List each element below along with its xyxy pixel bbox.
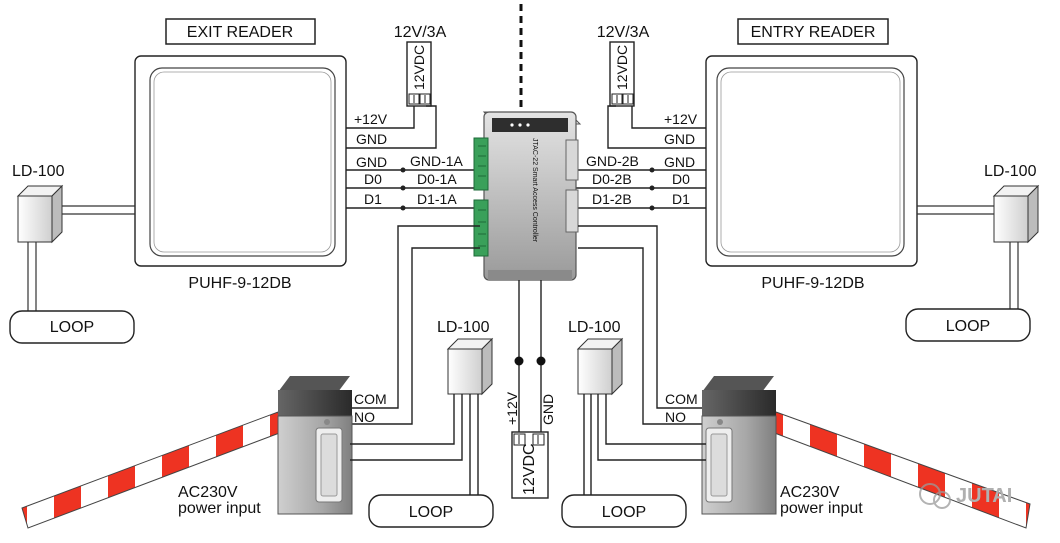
reader-wire-label-left-2: GND	[356, 131, 387, 147]
com-label-right: COM	[665, 391, 698, 407]
loop-detector-mid-left	[446, 337, 494, 396]
reader-wire-label-right-1: +12V	[664, 111, 698, 127]
wire-gnd-psu-right	[607, 105, 706, 149]
wire-ld-far-right-loop	[1009, 242, 1019, 312]
watermark	[919, 483, 951, 509]
ac-power-right-line1: AC230V	[780, 484, 840, 501]
vdc-label-bottom: 12VDC	[521, 443, 538, 495]
reader-wire-label-right-5: D1	[672, 191, 690, 207]
wire-com-right	[578, 225, 706, 409]
wire-ld-far-left-reader	[62, 205, 135, 215]
wire-ld-mid-right-barrier-a	[605, 394, 706, 445]
wire-com-left	[350, 225, 480, 409]
loop-far-right	[905, 308, 1031, 342]
power-supply-bottom	[511, 431, 549, 499]
entry-reader	[705, 55, 918, 267]
com-label-left: COM	[354, 391, 387, 407]
pin-label-d1-1a: D1-1A	[417, 191, 457, 207]
reader-wire-label-left-3: GND	[356, 154, 387, 170]
wire-no-left	[350, 247, 480, 425]
wire-12v-left	[346, 106, 415, 129]
loop-mid-right	[561, 494, 687, 528]
pin-label-d0-1a: D0-1A	[417, 171, 457, 187]
wire-ld-mid-right-loop	[583, 394, 592, 497]
wire-no-right	[578, 247, 706, 425]
loop-label-far-right: LOOP	[946, 318, 990, 335]
reader-wire-label-left-1: +12V	[354, 111, 388, 127]
bottom-gnd-label: GND	[540, 394, 556, 425]
barrier-gate-right	[701, 376, 777, 515]
entry-reader-title-box	[737, 18, 889, 45]
reader-wire-label-right-3: GND	[664, 154, 695, 170]
power-supply-right	[609, 41, 635, 107]
exit-reader	[134, 55, 347, 267]
exit-reader-title-box	[165, 18, 316, 45]
ac-power-left-line1: AC230V	[178, 484, 238, 501]
watermark-text: JUTAI	[956, 485, 1012, 507]
bottom-plus-label: +12V	[504, 391, 520, 425]
loop-label-mid-right: LOOP	[602, 504, 646, 521]
reader-wire-label-right-2: GND	[664, 131, 695, 147]
reader-wire-label-left-4: D0	[364, 171, 382, 187]
ld100-label-far-right: LD-100	[984, 163, 1037, 180]
wire-ld-mid-right-barrier-b	[597, 394, 706, 461]
wire-ld-mid-left-loop	[469, 394, 479, 497]
loop-detector-mid-right	[576, 337, 624, 396]
power-rating-left: 12V/3A	[394, 24, 447, 41]
wire-ld-far-right-reader	[917, 205, 994, 215]
loop-detector-far-left	[16, 184, 64, 244]
no-label-right: NO	[665, 409, 686, 425]
entry-reader-model: PUHF-9-12DB	[761, 275, 864, 292]
ld100-label-far-left: LD-100	[12, 163, 65, 180]
wire-gnd-psu-left	[346, 105, 437, 149]
wire-ld-mid-left-barrier-b	[350, 394, 463, 461]
reader-wire-label-right-4: D0	[672, 171, 690, 187]
pin-label-gnd-1a: GND-1A	[410, 153, 464, 169]
exit-reader-model: PUHF-9-12DB	[188, 275, 291, 292]
wire-ld-far-left-loop	[27, 242, 37, 312]
power-rating-right: 12V/3A	[597, 24, 650, 41]
power-supply-left	[406, 41, 432, 107]
reader-wire-label-left-5: D1	[364, 191, 382, 207]
ac-power-right-line2: power input	[780, 500, 863, 517]
vdc-label-right: 12VDC	[614, 45, 630, 90]
entry-reader-title: ENTRY READER	[751, 24, 876, 41]
exit-reader-title: EXIT READER	[187, 24, 293, 41]
loop-label-mid-left: LOOP	[409, 504, 453, 521]
vdc-label-left: 12VDC	[411, 45, 427, 90]
loop-label-far-left: LOOP	[50, 319, 94, 336]
access-controller	[473, 111, 582, 281]
ld100-label-mid-right: LD-100	[568, 319, 621, 336]
wire-ld-mid-left-barrier-a	[350, 394, 455, 445]
loop-detector-far-right	[992, 184, 1040, 244]
pin-label-gnd-2b: GND-2B	[586, 153, 639, 169]
pin-label-d1-2b: D1-2B	[592, 191, 632, 207]
no-label-left: NO	[354, 409, 375, 425]
barrier-gate-left	[277, 376, 353, 515]
loop-far-left	[9, 310, 135, 344]
ld100-label-mid-left: LD-100	[437, 319, 490, 336]
loop-mid-left	[368, 494, 494, 528]
wire-12v-right	[631, 106, 706, 129]
controller-name: JTAC-22 Smart Access Controller	[531, 138, 538, 243]
ac-power-left-line2: power input	[178, 500, 261, 517]
pin-label-d0-2b: D0-2B	[592, 171, 632, 187]
